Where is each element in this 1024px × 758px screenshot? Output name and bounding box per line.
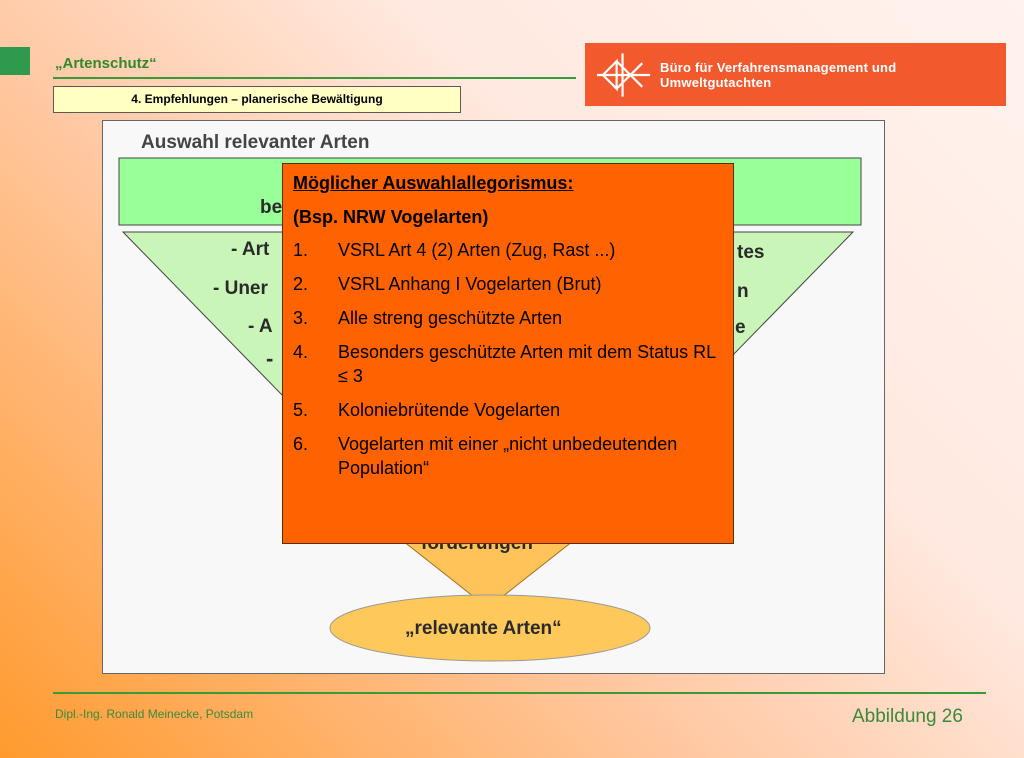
criteria-list: 1. VSRL Art 4 (2) Arten (Zug, Rast ...) 2… [293, 238, 723, 480]
list-item: 4. Besonders geschützte Arten mit dem Sta… [293, 340, 723, 388]
overlay-heading-colon: : [567, 173, 574, 193]
list-item-text: Alle streng geschützte Arten [338, 308, 563, 328]
overlay-heading-text: Möglicher Auswahlallegorismus [293, 173, 568, 193]
list-item: 5. Koloniebrütende Vogelarten [293, 398, 723, 422]
overlay-heading: Möglicher Auswahlallegorismus: [293, 172, 723, 194]
box-text-fragment: be [260, 197, 283, 218]
list-item: 1. VSRL Art 4 (2) Arten (Zug, Rast ...) [293, 238, 723, 262]
list-item: 6. Vogelarten mit einer „nicht unbedeuten… [293, 432, 723, 480]
funnel-text-fragment: - [266, 346, 274, 371]
selection-algorithm-box: Möglicher Auswahlallegorismus: (Bsp. NRW… [282, 163, 734, 544]
list-item: 3. Alle streng geschützte Arten [293, 306, 723, 330]
title-divider [53, 77, 576, 79]
figure-heading: Auswahl relevanter Arten [141, 132, 370, 153]
funnel-text-fragment: - A [248, 316, 273, 337]
funnel-text-fragment: - Uner [213, 278, 268, 299]
logo-mark-icon [596, 52, 651, 97]
list-item-number: 4. [293, 342, 309, 362]
figure-number: Abbildung 26 [852, 706, 963, 727]
list-item-text: VSRL Anhang I Vogelarten (Brut) [338, 274, 602, 294]
funnel-text-fragment: tes [737, 242, 765, 263]
list-item-number: 2. [293, 274, 309, 294]
list-item: 2. VSRL Anhang I Vogelarten (Brut) [293, 272, 723, 296]
list-item-number: 5. [293, 400, 309, 420]
funnel-text-fragment: - Art [231, 239, 270, 260]
funnel-text-fragment: e [735, 317, 746, 338]
list-item-number: 3. [293, 308, 309, 328]
list-item-number: 6. [293, 434, 309, 454]
accent-square [0, 47, 30, 75]
company-logo: Büro für Verfahrensmanagement und Umwelt… [585, 43, 1006, 106]
slide-title: „Artenschutz“ [55, 55, 157, 72]
logo-text: Büro für Verfahrensmanagement und Umwelt… [660, 59, 897, 90]
overlay-subheading: (Bsp. NRW Vogelarten) [293, 207, 489, 227]
section-subtitle: 4. Empfehlungen – planerische Bewältigun… [53, 86, 461, 113]
relevant-species-label: „relevante Arten“ [405, 618, 562, 639]
author-credit: Dipl.-Ing. Ronald Meinecke, Potsdam [55, 707, 254, 721]
list-item-text: VSRL Art 4 (2) Arten (Zug, Rast ...) [338, 240, 616, 260]
list-item-number: 1. [293, 240, 309, 260]
list-item-text: Vogelarten mit einer „nicht unbedeutende… [338, 434, 678, 478]
funnel-text-fragment: n [737, 281, 749, 302]
footer-divider [53, 692, 986, 694]
list-item-text: Besonders geschützte Arten mit dem Statu… [338, 342, 716, 386]
list-item-text: Koloniebrütende Vogelarten [338, 400, 561, 420]
